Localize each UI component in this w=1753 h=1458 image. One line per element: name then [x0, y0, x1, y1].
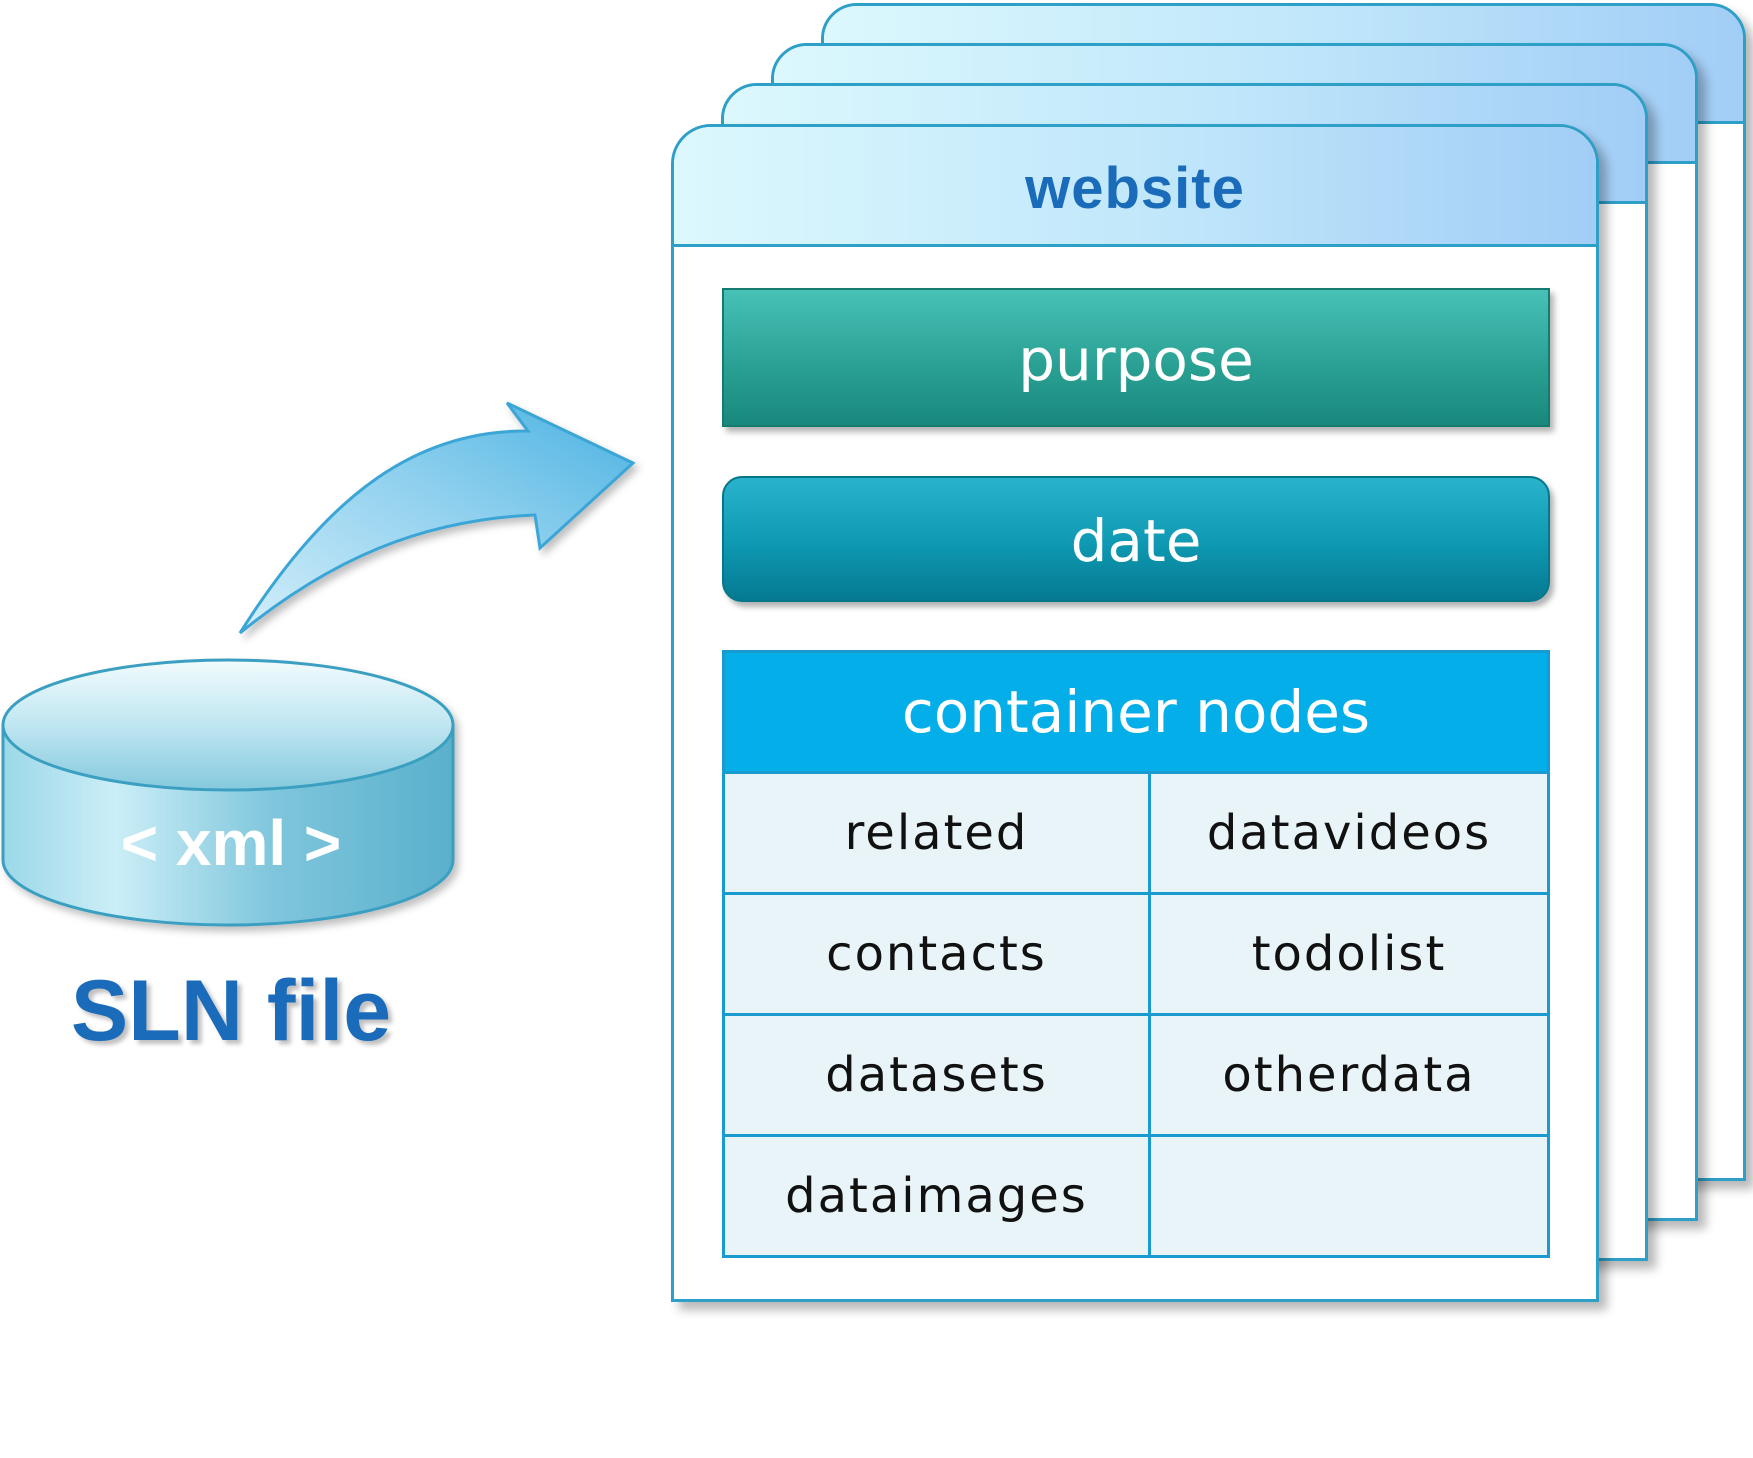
table-row: contacts todolist — [725, 895, 1547, 1016]
table-cell: otherdata — [1222, 1047, 1476, 1103]
table-cell: related — [725, 774, 1151, 892]
table-row: related datavideos — [725, 774, 1547, 895]
container-nodes-header: container nodes — [725, 653, 1547, 774]
table-cell: contacts — [725, 895, 1151, 1013]
database-icon — [1, 658, 455, 927]
date-node: date — [722, 476, 1550, 602]
table-cell: dataimages — [725, 1137, 1151, 1255]
card-header: website — [674, 127, 1596, 247]
card-title: website — [1025, 156, 1245, 221]
container-nodes-title: container nodes — [901, 678, 1371, 746]
table-cell: datasets — [725, 1016, 1151, 1134]
purpose-node: purpose — [722, 288, 1550, 427]
website-card: website purpose date container nodes rel… — [671, 124, 1599, 1302]
table-row: datasets otherdata — [725, 1016, 1547, 1137]
purpose-label: purpose — [1018, 325, 1254, 394]
source-caption: SLN file — [70, 963, 392, 1059]
table-cell: todolist — [1251, 926, 1447, 982]
table-cell-empty — [1151, 1137, 1547, 1255]
table-row: dataimages — [725, 1137, 1547, 1255]
container-nodes-table: container nodes related datavideos conta… — [722, 650, 1550, 1258]
table-cell: datavideos — [1206, 805, 1492, 861]
database-label: < xml > — [120, 807, 342, 879]
flow-arrow — [238, 401, 636, 635]
date-label: date — [1070, 507, 1202, 575]
